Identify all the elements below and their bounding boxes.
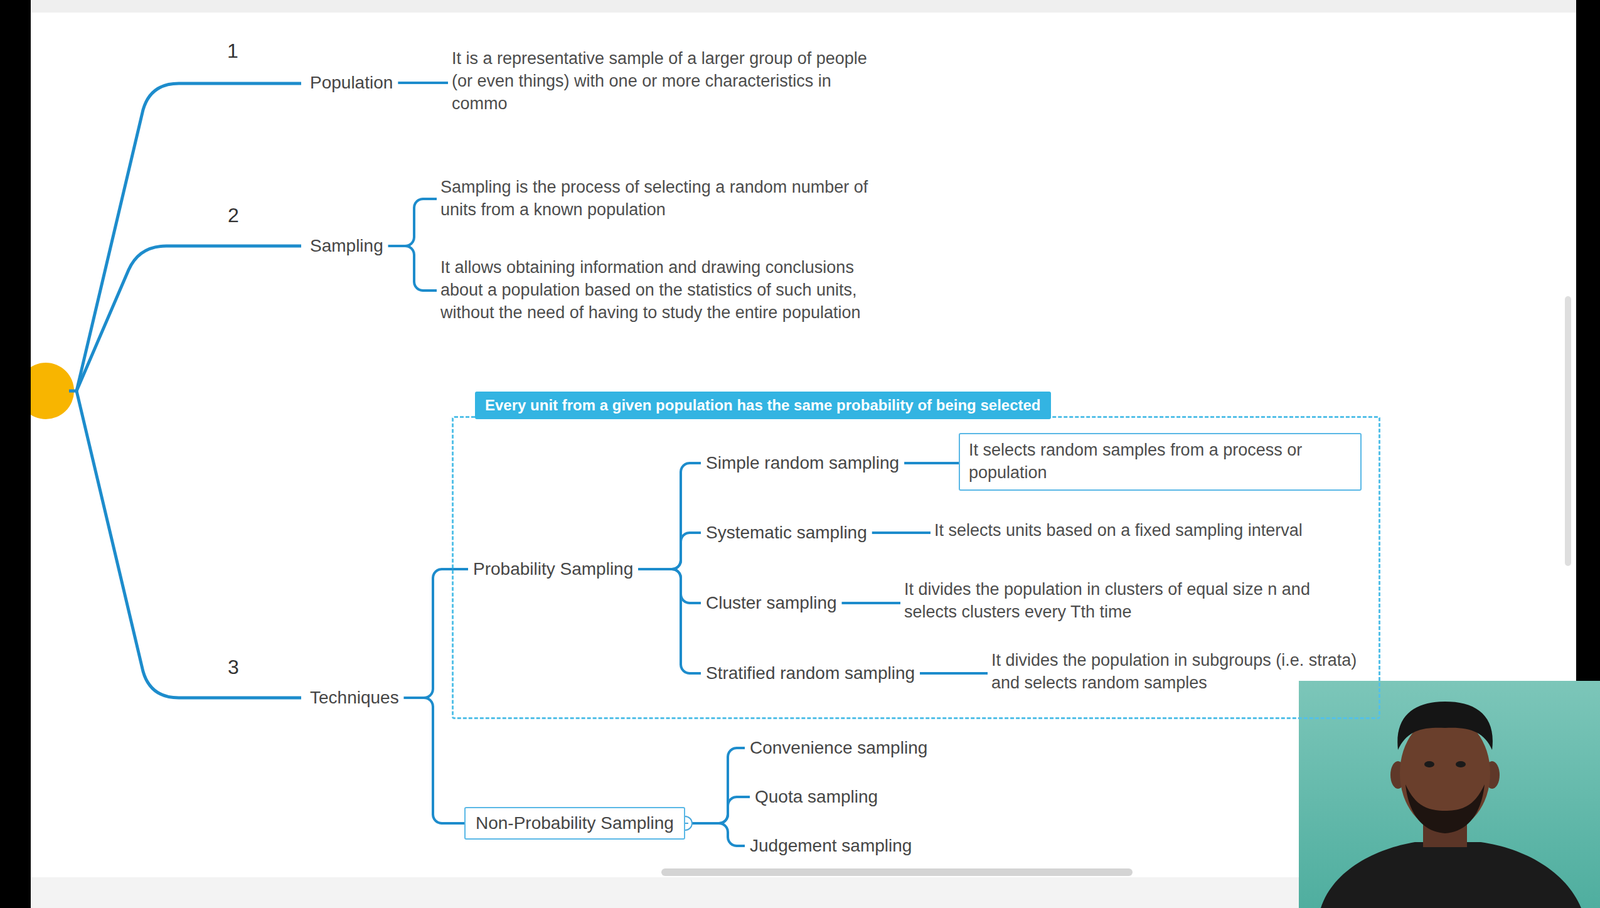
note-text: It selects random samples from a process… bbox=[968, 439, 1352, 485]
top-band bbox=[0, 0, 1600, 13]
group-frame: Every unit from a given population has t… bbox=[451, 416, 1381, 720]
branch-connector bbox=[388, 245, 437, 291]
left-frame-bar bbox=[0, 0, 31, 908]
branch-connector bbox=[919, 672, 988, 675]
branch-connector bbox=[388, 198, 437, 246]
person-eye bbox=[1424, 761, 1435, 768]
category-box: Non-Probability Sampling bbox=[464, 806, 686, 840]
callout-number: 1 bbox=[227, 40, 239, 61]
person-beard bbox=[1405, 784, 1485, 834]
webcam-background bbox=[1298, 680, 1600, 908]
note-node: Sampling is the process of selecting a r… bbox=[436, 175, 878, 223]
person-eye bbox=[1455, 761, 1466, 768]
note-text: It is a representative sample of a large… bbox=[451, 47, 885, 116]
topic-node: Systematic sampling bbox=[700, 520, 873, 546]
topic-node: Population bbox=[304, 70, 398, 96]
note-text: It selects units based on a fixed sampli… bbox=[934, 519, 1324, 543]
topic-label: Sampling bbox=[309, 234, 384, 258]
topic-node: Simple random sampling bbox=[700, 450, 905, 476]
branch-connector bbox=[842, 601, 901, 605]
note-text: It divides the population in clusters of… bbox=[904, 578, 1312, 624]
branch-connector bbox=[404, 697, 465, 824]
horizontal-scrollbar bbox=[661, 868, 1133, 876]
topic-label: Stratified random sampling bbox=[705, 661, 915, 685]
branch-connector bbox=[638, 463, 701, 570]
topic-label: Population bbox=[309, 71, 393, 95]
branch-connector bbox=[404, 569, 469, 698]
branch-connector bbox=[685, 823, 745, 846]
topic-node: Convenience sampling bbox=[744, 735, 933, 761]
callout-number: 3 bbox=[227, 656, 240, 678]
topic-node: Cluster sampling bbox=[700, 590, 843, 616]
note-text: Sampling is the process of selecting a r… bbox=[440, 176, 874, 222]
note-node: It divides the population in clusters of… bbox=[900, 577, 1316, 625]
topic-label: Simple random sampling bbox=[705, 451, 900, 475]
topic-node: Sampling bbox=[304, 233, 389, 259]
note-node: It divides the population in subgroups (… bbox=[987, 648, 1372, 696]
note-node: It is a representative sample of a large… bbox=[448, 46, 889, 117]
note-node: It selects units based on a fixed sampli… bbox=[930, 518, 1328, 544]
branch-connector bbox=[638, 569, 701, 603]
main-branch bbox=[76, 390, 302, 698]
branch-connector bbox=[904, 461, 959, 465]
category-label: Non-Probability Sampling bbox=[475, 811, 674, 835]
group-heading: Every unit from a given population has t… bbox=[474, 391, 1051, 420]
vertical-scrollbar bbox=[1564, 296, 1572, 566]
right-frame-bar bbox=[1576, 0, 1600, 681]
branch-connector bbox=[397, 81, 448, 85]
topic-node: Probability Sampling bbox=[468, 556, 639, 582]
note-text: It divides the population in subgroups (… bbox=[991, 649, 1368, 695]
main-branch bbox=[76, 245, 302, 391]
bottom-band bbox=[30, 877, 1305, 908]
topic-node: Quota sampling bbox=[749, 784, 883, 810]
person-hair bbox=[1397, 701, 1493, 750]
branch-connector bbox=[638, 532, 701, 570]
topic-node: Judgement sampling bbox=[744, 833, 917, 859]
note-node: It allows obtaining information and draw… bbox=[436, 255, 871, 326]
callout-number: 2 bbox=[227, 205, 240, 226]
topic-label: Judgement sampling bbox=[749, 834, 912, 858]
branch-connector bbox=[638, 569, 701, 674]
topic-label: Quota sampling bbox=[754, 785, 878, 809]
topic-label: Cluster sampling bbox=[705, 591, 838, 615]
branch-connector bbox=[872, 531, 931, 534]
topic-node: Techniques bbox=[304, 685, 405, 711]
note-text: It allows obtaining information and draw… bbox=[440, 256, 868, 325]
topic-node: Stratified random sampling bbox=[700, 660, 920, 686]
note-box: It selects random samples from a process… bbox=[958, 432, 1362, 491]
person-shirt bbox=[1320, 842, 1582, 908]
branch-connector bbox=[685, 796, 750, 824]
main-branch bbox=[76, 83, 302, 391]
topic-label: Techniques bbox=[309, 686, 400, 710]
topic-label: Probability Sampling bbox=[473, 557, 634, 581]
topic-label: Systematic sampling bbox=[705, 521, 868, 544]
webcam-inset bbox=[1298, 680, 1600, 908]
branch-connector bbox=[685, 747, 745, 824]
topic-label: Convenience sampling bbox=[749, 736, 928, 760]
